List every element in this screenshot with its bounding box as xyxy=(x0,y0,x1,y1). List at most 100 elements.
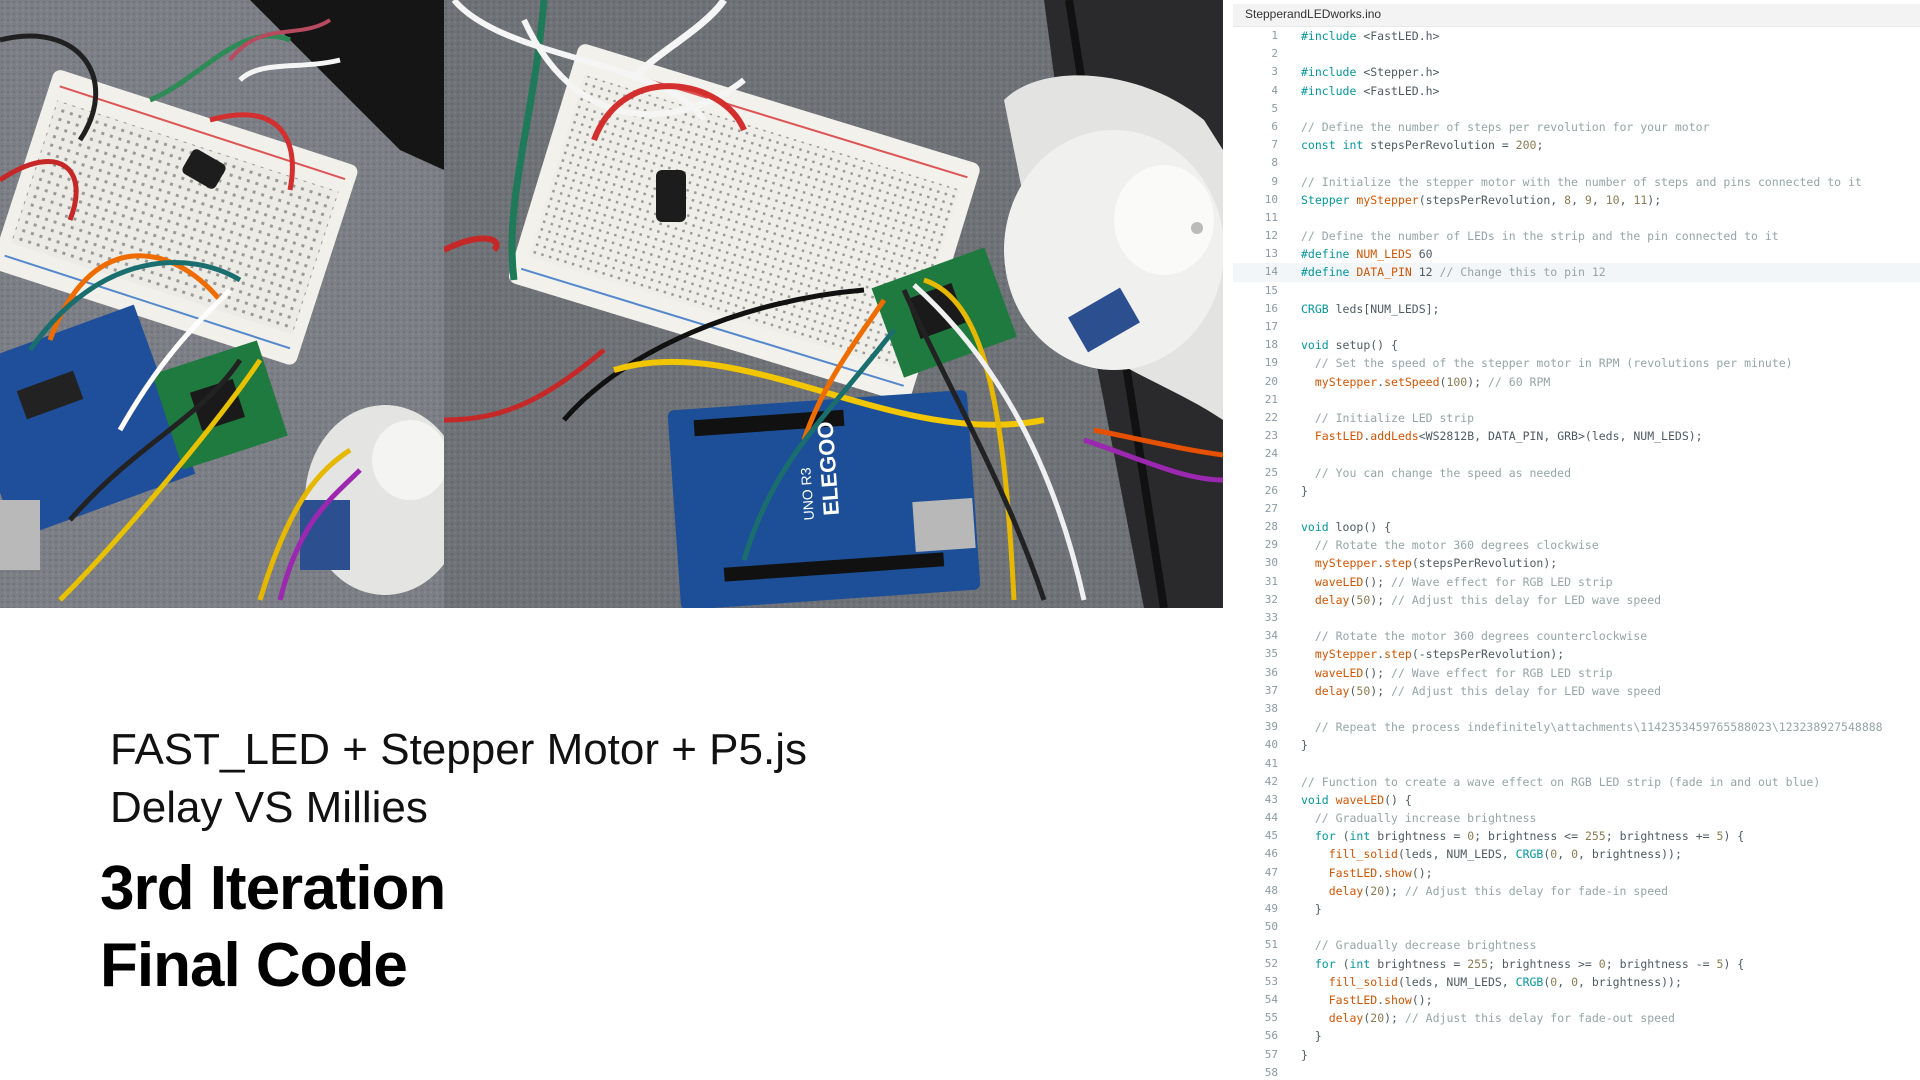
photo-breadboard-closeup xyxy=(0,0,444,608)
code-line[interactable]: 15 xyxy=(1233,282,1920,300)
code-line[interactable]: 26} xyxy=(1233,482,1920,500)
code-line[interactable]: 27 xyxy=(1233,500,1920,518)
code-line[interactable]: 34 // Rotate the motor 360 degrees count… xyxy=(1233,627,1920,645)
code-line[interactable]: 8 xyxy=(1233,154,1920,172)
code-text: void waveLED() { xyxy=(1301,792,1412,807)
line-number: 5 xyxy=(1271,101,1278,115)
code-text: FastLED.addLeds<WS2812B, DATA_PIN, GRB>(… xyxy=(1314,429,1703,444)
code-line[interactable]: 50 xyxy=(1233,918,1920,936)
code-line[interactable]: 36 waveLED(); // Wave effect for RGB LED… xyxy=(1233,664,1920,682)
code-line[interactable]: 24 xyxy=(1233,445,1920,463)
code-line[interactable]: 39 // Repeat the process indefinitely\at… xyxy=(1233,718,1920,736)
code-line[interactable]: 51 // Gradually decrease brightness xyxy=(1233,936,1920,954)
code-text: for (int brightness = 0; brightness <= 2… xyxy=(1314,829,1745,844)
code-line[interactable]: 45 for (int brightness = 0; brightness <… xyxy=(1233,827,1920,845)
code-line[interactable]: 19 // Set the speed of the stepper motor… xyxy=(1233,354,1920,372)
code-line[interactable]: 29 // Rotate the motor 360 degrees clock… xyxy=(1233,536,1920,554)
code-text: waveLED(); // Wave effect for RGB LED st… xyxy=(1314,574,1613,589)
code-line[interactable]: 47 FastLED.show(); xyxy=(1233,864,1920,882)
code-line[interactable]: 58 xyxy=(1233,1064,1920,1080)
code-line[interactable]: 5 xyxy=(1233,100,1920,118)
code-line[interactable]: 30 myStepper.step(stepsPerRevolution); xyxy=(1233,554,1920,572)
code-line[interactable]: 57} xyxy=(1233,1046,1920,1064)
code-line[interactable]: 42// Function to create a wave effect on… xyxy=(1233,773,1920,791)
photo-full-setup-illustration: ELEGOO UNO R3 xyxy=(444,0,1223,608)
line-number: 47 xyxy=(1264,865,1278,879)
code-text: // Rotate the motor 360 degrees clockwis… xyxy=(1314,538,1599,553)
code-line[interactable]: 41 xyxy=(1233,755,1920,773)
code-line[interactable]: 32 delay(50); // Adjust this delay for L… xyxy=(1233,591,1920,609)
line-number: 58 xyxy=(1264,1065,1278,1079)
line-number: 14 xyxy=(1264,265,1278,279)
code-line[interactable]: 20 myStepper.setSpeed(100); // 60 RPM xyxy=(1233,373,1920,391)
line-number: 49 xyxy=(1264,902,1278,915)
code-line[interactable]: 52 for (int brightness = 255; brightness… xyxy=(1233,955,1920,973)
code-editor[interactable]: StepperandLEDworks.ino 1 #include <FastLE… xyxy=(1233,0,1920,1080)
line-number: 4 xyxy=(1271,83,1278,97)
line-number: 1 xyxy=(1271,29,1278,42)
code-line[interactable]: 35 myStepper.step(-stepsPerRevolution); xyxy=(1233,645,1920,663)
code-line[interactable]: 25 // You can change the speed as needed xyxy=(1233,464,1920,482)
line-number: 29 xyxy=(1264,538,1278,552)
line-number: 15 xyxy=(1264,283,1278,297)
line-number: 17 xyxy=(1264,320,1278,333)
code-line[interactable]: 54 FastLED.show(); xyxy=(1233,991,1920,1009)
line-number: 11 xyxy=(1264,210,1278,224)
code-line[interactable]: 56 } xyxy=(1233,1027,1920,1045)
code-line[interactable]: 37 delay(50); // Adjust this delay for L… xyxy=(1233,682,1920,700)
code-line[interactable]: 53 fill_solid(leds, NUM_LEDS, CRGB(0, 0,… xyxy=(1233,973,1920,991)
code-line[interactable]: 43 void waveLED() { xyxy=(1233,791,1920,809)
editor-file-tab[interactable]: StepperandLEDworks.ino xyxy=(1233,4,1920,27)
slide-subtitle-line-2: Delay VS Millies xyxy=(110,783,428,832)
code-line[interactable]: 13#define NUM_LEDS 60 xyxy=(1233,245,1920,263)
code-line[interactable]: 46 fill_solid(leds, NUM_LEDS, CRGB(0, 0,… xyxy=(1233,845,1920,863)
code-line[interactable]: 6// Define the number of steps per revol… xyxy=(1233,118,1920,136)
line-number: 12 xyxy=(1264,229,1278,243)
code-line[interactable]: 11 xyxy=(1233,209,1920,227)
slide-headline-line-2: Final Code xyxy=(100,931,408,1000)
code-line[interactable]: 38 xyxy=(1233,700,1920,718)
code-text: // Define the number of steps per revolu… xyxy=(1301,119,1710,134)
line-number: 55 xyxy=(1264,1011,1278,1025)
code-line[interactable]: 22 // Initialize LED strip xyxy=(1233,409,1920,427)
code-text: // Initialize LED strip xyxy=(1314,410,1475,425)
code-text: // Repeat the process indefinitely\attac… xyxy=(1314,720,1883,735)
code-line[interactable]: 40} xyxy=(1233,736,1920,754)
code-text: for (int brightness = 255; brightness >=… xyxy=(1314,956,1745,971)
code-text: // Rotate the motor 360 degrees counterc… xyxy=(1314,629,1648,644)
code-text: #include <FastLED.h> xyxy=(1301,83,1440,98)
line-number: 10 xyxy=(1264,192,1278,206)
code-line[interactable]: 55 delay(20); // Adjust this delay for f… xyxy=(1233,1009,1920,1027)
code-line[interactable]: 4 #include <FastLED.h> xyxy=(1233,82,1920,100)
code-line[interactable]: 1 #include <FastLED.h> xyxy=(1233,27,1920,45)
code-text: #define DATA_PIN 12 // Change this to pi… xyxy=(1301,265,1606,280)
code-line[interactable]: 2 xyxy=(1233,45,1920,63)
line-number: 25 xyxy=(1264,465,1278,479)
code-line[interactable]: 3#include <Stepper.h> xyxy=(1233,63,1920,81)
line-number: 43 xyxy=(1264,792,1278,806)
code-text: // You can change the speed as needed xyxy=(1314,465,1572,480)
code-text: #include <FastLED.h> xyxy=(1301,29,1440,43)
code-text: } xyxy=(1301,902,1322,916)
code-line[interactable]: 33 xyxy=(1233,609,1920,627)
code-text: // Initialize the stepper motor with the… xyxy=(1301,174,1862,189)
code-line[interactable]: 17 xyxy=(1233,318,1920,336)
code-line[interactable]: 49 } xyxy=(1233,900,1920,918)
code-line[interactable]: 31 waveLED(); // Wave effect for RGB LED… xyxy=(1233,573,1920,591)
code-line[interactable]: 9 // Initialize the stepper motor with th… xyxy=(1233,173,1920,191)
code-line[interactable]: 44 // Gradually increase brightness xyxy=(1233,809,1920,827)
code-line[interactable]: 12// Define the number of LEDs in the st… xyxy=(1233,227,1920,245)
code-line[interactable]: 48 delay(20); // Adjust this delay for f… xyxy=(1233,882,1920,900)
code-line[interactable]: 23 FastLED.addLeds<WS2812B, DATA_PIN, GR… xyxy=(1233,427,1920,445)
line-number: 48 xyxy=(1264,883,1278,897)
line-number: 37 xyxy=(1264,683,1278,697)
code-line[interactable]: 21 xyxy=(1233,391,1920,409)
line-number: 9 xyxy=(1271,174,1278,188)
code-line[interactable]: 14 #define DATA_PIN 12 // Change this to … xyxy=(1233,263,1920,282)
